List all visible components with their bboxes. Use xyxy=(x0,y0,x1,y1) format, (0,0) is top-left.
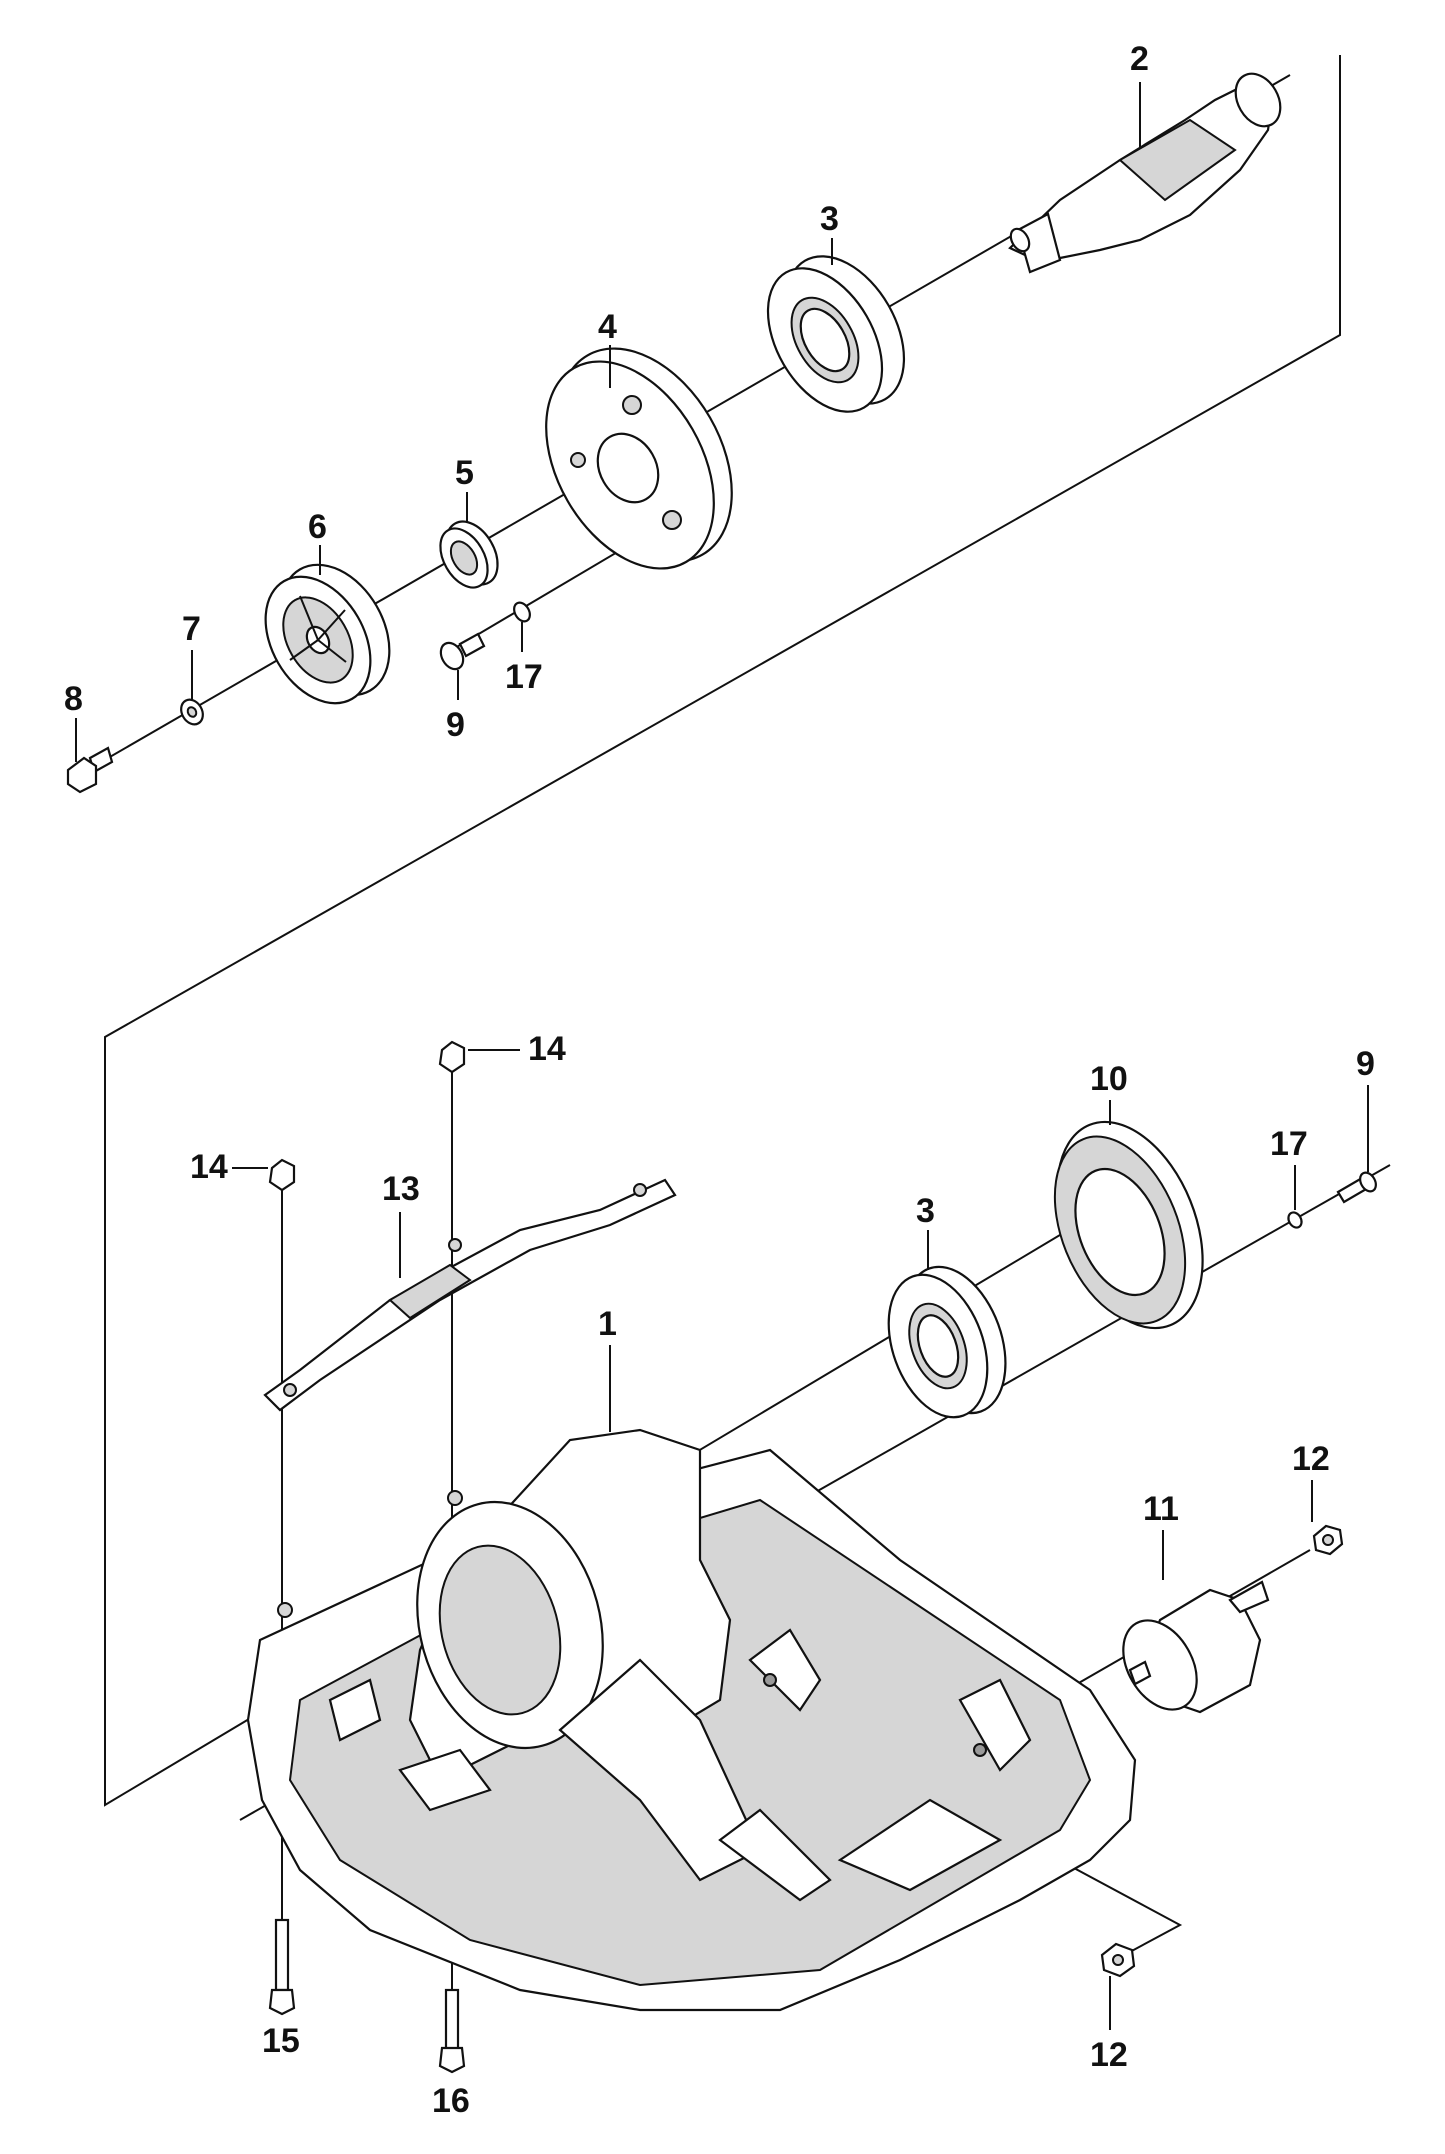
callout-10: 10 xyxy=(1090,1060,1128,1098)
callout-6: 6 xyxy=(308,508,327,546)
callout-13: 13 xyxy=(382,1170,420,1208)
callout-17-upper: 17 xyxy=(505,658,543,696)
part-17-washer-upper xyxy=(513,601,531,623)
part-3-bearing-lower xyxy=(887,1265,1007,1419)
callout-14-left: 14 xyxy=(190,1148,228,1186)
part-7-washer xyxy=(180,698,204,726)
callout-7: 7 xyxy=(182,610,201,648)
callout-16: 16 xyxy=(432,2082,470,2120)
callout-12-lower: 12 xyxy=(1090,2036,1128,2074)
callout-3-upper: 3 xyxy=(820,200,839,238)
part-12-nut-lower xyxy=(1100,1942,1136,1978)
part-6-pulley xyxy=(264,563,391,705)
callout-8: 8 xyxy=(64,680,83,718)
callout-5: 5 xyxy=(455,454,474,492)
part-8-bolt xyxy=(66,746,114,794)
callout-3-lower: 3 xyxy=(916,1192,935,1230)
part-4-bearing-cover xyxy=(545,347,733,570)
part-14-nut-left xyxy=(268,1158,296,1192)
part-16-bolt xyxy=(438,1988,466,2074)
callout-17-lower: 17 xyxy=(1270,1125,1308,1163)
part-9-screw-lower xyxy=(1336,1171,1377,1204)
callout-2: 2 xyxy=(1130,40,1149,78)
upper-leader-lines xyxy=(75,82,1141,762)
callout-9-lower: 9 xyxy=(1356,1045,1375,1083)
part-10-seal-ring xyxy=(1053,1120,1204,1330)
part-12-nut-upper xyxy=(1312,1524,1344,1556)
callout-12-upper: 12 xyxy=(1292,1440,1330,1478)
part-2-eccentric-shaft xyxy=(1008,72,1282,274)
callout-9-upper: 9 xyxy=(446,706,465,744)
part-1-base-plate xyxy=(246,1428,1137,2012)
callout-15: 15 xyxy=(262,2022,300,2060)
callout-11: 11 xyxy=(1143,1490,1179,1528)
part-3-bearing-upper xyxy=(766,255,906,413)
lower-leader-lines xyxy=(232,1049,1369,2030)
part-13-bracket xyxy=(263,1178,677,1412)
callout-1: 1 xyxy=(598,1305,617,1343)
part-14-nut-right xyxy=(438,1040,466,1074)
part-17-washer-lower xyxy=(1287,1211,1303,1229)
part-11-rubber-mount xyxy=(1122,1580,1270,1714)
callout-labels: 2 3 4 5 6 7 8 9 17 14 14 13 10 9 17 3 1 … xyxy=(64,40,1375,2120)
part-5-oil-seal xyxy=(439,520,499,589)
callout-14-right: 14 xyxy=(528,1030,566,1068)
part-15-bolt xyxy=(268,1918,296,2016)
callout-4: 4 xyxy=(598,308,617,346)
part-9-screw-upper xyxy=(439,632,486,671)
